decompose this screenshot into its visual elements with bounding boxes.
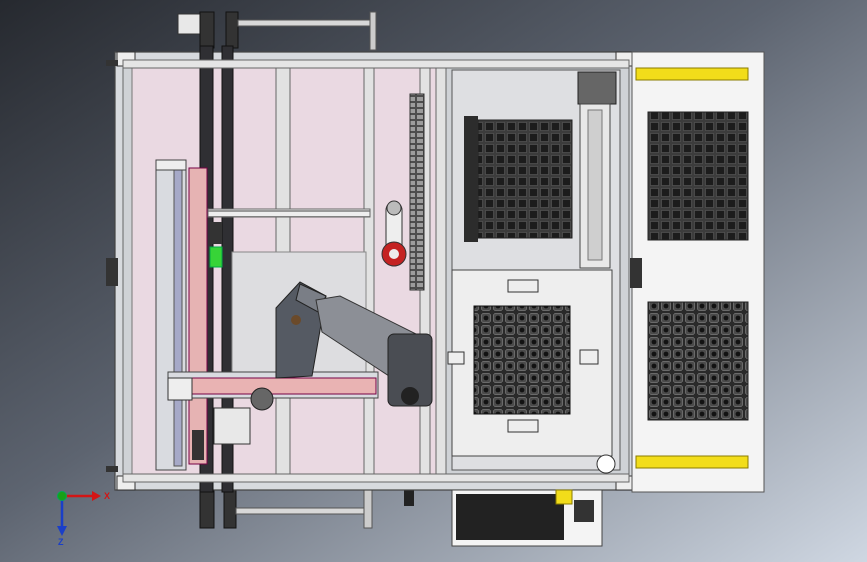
scara-robot-arm [275,281,433,407]
cable-drag-chain [409,93,425,291]
tray-clamps [447,279,599,433]
frame-horizontals [122,59,630,483]
status-green-sensor [209,246,223,268]
top-conveyor [177,11,377,51]
safety-light-curtain-top [635,67,749,81]
safety-light-curtain-bottom [635,455,749,469]
vertical-actuator [577,71,617,269]
linear-module-horizontal [167,371,379,411]
station-tray-upper [647,111,749,241]
workpiece-tray [473,305,571,415]
gripper-bracket [213,407,251,445]
bracket-mount [192,430,204,460]
upper-tray [477,119,573,239]
frame-bolts [106,60,118,472]
x-axis-label: X [104,491,110,501]
sensor-mount [210,222,222,244]
coordinate-triad: X Z [57,491,110,547]
side-connectors [630,258,642,288]
station-tray-lower [647,301,749,421]
lead-screw [207,208,371,218]
y-axis-marker [57,491,67,501]
pivot-linkage [381,200,407,267]
z-axis-label: Z [58,537,64,547]
linear-module-left [155,159,208,471]
upper-tray-clamp [464,116,478,242]
bottom-conveyor [199,487,414,529]
control-box [451,454,616,547]
